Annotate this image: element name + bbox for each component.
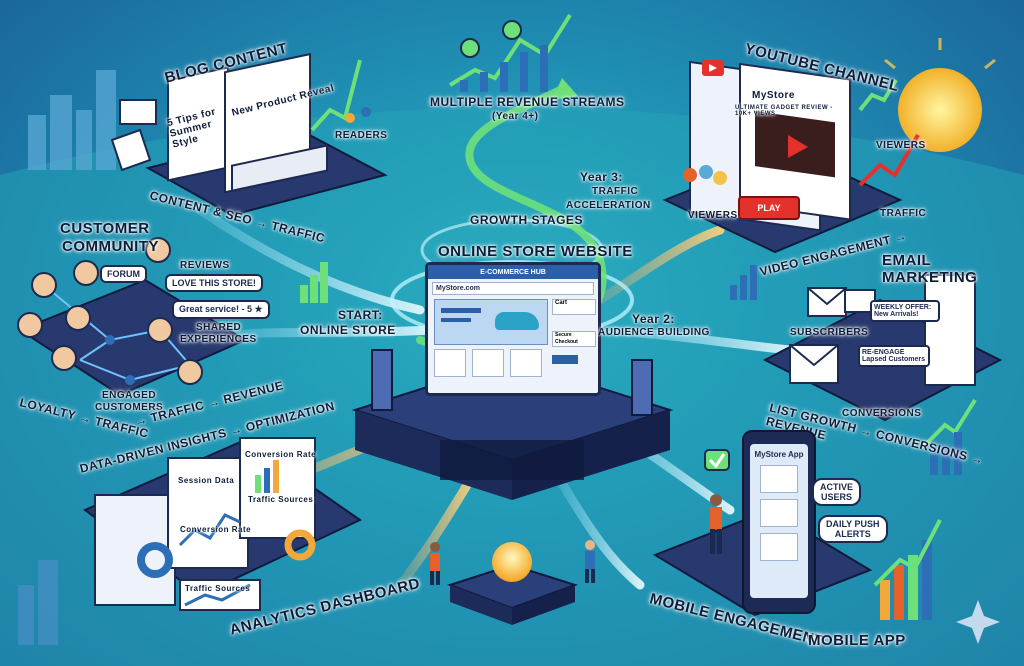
youtube-traffic-label: TRAFFIC: [880, 208, 927, 219]
email-conversions-label: CONVERSIONS: [842, 408, 922, 419]
engaged-label-a: ENGAGED: [102, 390, 157, 401]
product-gear-thumb[interactable]: [510, 349, 542, 377]
forum-bubble: FORUM: [100, 265, 147, 283]
reengage-card: RE-ENGAGE Lapsed Customers: [858, 345, 930, 367]
phone-screen: MyStore App: [750, 444, 808, 598]
active-users-pill: ACTIVE USERS: [812, 478, 862, 506]
stage-year2-b: AUDIENCE BUILDING: [598, 327, 710, 338]
secure-checkout-button[interactable]: Secure Checkout: [552, 331, 596, 347]
push-alerts-b: ALERTS: [834, 529, 871, 539]
active-users-a: ACTIVE: [820, 482, 854, 492]
traffic-sources-label-2: Traffic Sources: [185, 584, 251, 593]
mobile-app-title: MOBILE APP: [808, 632, 906, 649]
great-service-bubble: Great service! - 5 ★: [172, 300, 270, 319]
stage-year4-sub: (Year 4+): [492, 111, 539, 122]
push-alerts-pill: DAILY PUSH ALERTS: [818, 515, 888, 543]
stage-year3-b: TRAFFIC: [592, 186, 639, 197]
blog-readers-label: READERS: [335, 130, 388, 141]
stage-year3-a: Year 3:: [580, 170, 623, 184]
youtube-video-title: ULTIMATE GADGET REVIEW - 10k+ VIEWS: [735, 105, 833, 117]
weekly-offer-card: WEEKLY OFFER: New Arrivals!: [870, 300, 940, 322]
youtube-viewers-label-2: VIEWERS: [688, 210, 738, 221]
community-title-b: COMMUNITY: [62, 238, 159, 255]
stage-year3-c: ACCELERATION: [566, 200, 651, 211]
email-subscribers-label: SUBSCRIBERS: [790, 327, 869, 338]
engaged-label-b: CUSTOMERS: [95, 402, 164, 413]
community-title-a: CUSTOMER: [60, 220, 150, 237]
online-store-title: ONLINE STORE WEBSITE: [438, 243, 633, 260]
conversion-rate-label-2: Conversion Rate: [180, 525, 252, 534]
youtube-viewers-label: VIEWERS: [876, 140, 926, 151]
love-store-bubble: LOVE THIS STORE!: [165, 274, 263, 292]
cart-widget[interactable]: Cart: [552, 299, 596, 315]
sneaker-icon: [495, 312, 539, 330]
app-product-card-2[interactable]: [760, 499, 798, 527]
browser-url-field[interactable]: MyStore.com: [432, 282, 594, 295]
online-store-browser: E-COMMERCE HUB MyStore.com Cart Secure C…: [425, 262, 601, 396]
buy-button[interactable]: [552, 355, 578, 364]
shared-label-a: SHARED: [196, 322, 242, 333]
product-hero-banner: [434, 299, 548, 345]
growth-stages-label: GROWTH STAGES: [470, 213, 583, 227]
product-jacket-thumb[interactable]: [472, 349, 504, 377]
youtube-channel-name: MyStore: [752, 90, 795, 101]
reviews-label: REVIEWS: [180, 260, 230, 271]
app-name-label: MyStore App: [754, 450, 804, 459]
email-marketing-title: EMAIL MARKETING: [882, 252, 978, 286]
active-users-b: USERS: [821, 492, 853, 502]
stage-start-a: START:: [338, 308, 383, 322]
app-product-card-1[interactable]: [760, 465, 798, 493]
conversion-rate-label: Conversion Rate: [245, 450, 317, 459]
app-product-card-3[interactable]: [760, 533, 798, 561]
session-data-label: Session Data: [178, 476, 235, 485]
shared-label-b: EXPERIENCES: [180, 334, 257, 345]
stage-year2-a: Year 2:: [632, 312, 675, 326]
traffic-sources-label: Traffic Sources: [248, 495, 314, 504]
stage-year4-title: MULTIPLE REVENUE STREAMS: [430, 95, 625, 109]
stage-start-b: ONLINE STORE: [300, 323, 396, 337]
browser-title-bar: E-COMMERCE HUB: [428, 265, 598, 279]
product-shoe-thumb[interactable]: [434, 349, 466, 377]
mobile-phone: MyStore App: [742, 430, 816, 614]
youtube-play-button[interactable]: Play: [738, 196, 800, 220]
push-alerts-a: DAILY PUSH: [826, 519, 880, 529]
